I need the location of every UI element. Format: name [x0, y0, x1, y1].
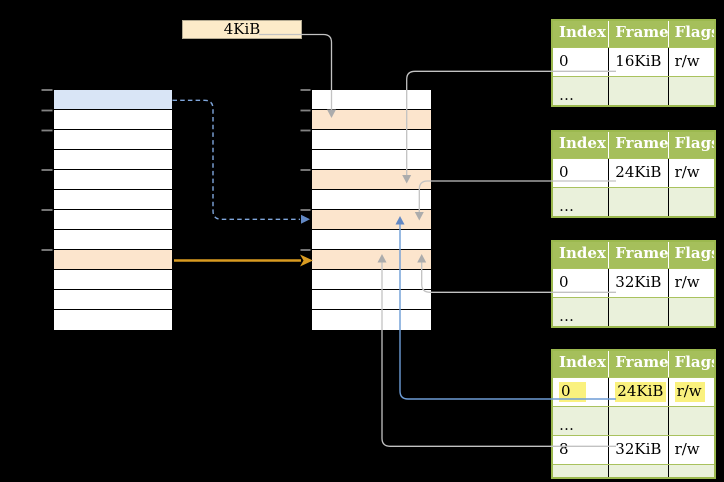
virtual-page-row-10 — [54, 270, 172, 290]
page-table-at-32kib-index-1: … — [559, 307, 575, 325]
root-page-table-index-3: … — [553, 465, 608, 477]
virtual-address-ticks — [41, 89, 53, 251]
virtual-page-row-8 — [54, 230, 172, 250]
physical-frame-row-8 — [312, 230, 431, 250]
column-header-index: Index — [559, 134, 606, 152]
column-header-frame: Frame — [608, 242, 668, 268]
page-table-at-24kib-flags-0: r/w — [667, 159, 714, 187]
column-header-flags: Flags — [667, 21, 714, 47]
virtual-page-row-4 — [54, 150, 172, 170]
physical-frame-row-3 — [312, 130, 431, 150]
page-size-box: 4KiB — [182, 20, 302, 39]
column-header-index: Index — [559, 244, 606, 262]
page-table-at-24kib-row-1: … — [553, 187, 714, 216]
virtual-memory-column — [53, 89, 173, 331]
physical-frame-row-6 — [312, 190, 431, 210]
root-page-table-index-2: 8 — [559, 440, 569, 458]
page-table-at-32kib-header: IndexFrameFlags — [553, 242, 714, 268]
root-page-table-index-1: … — [559, 416, 575, 434]
page-table-at-32kib-flags-0: r/w — [667, 269, 714, 297]
page-table-at-32kib-index-0: 0 — [559, 273, 569, 291]
page-table-at-32kib-frame-1 — [608, 298, 667, 326]
root-page-table-flags-3 — [667, 465, 714, 477]
virtual-page-row-1 — [54, 90, 172, 110]
root-page-table-index-0: 0 — [553, 378, 608, 406]
physical-frame-row-12 — [312, 310, 431, 330]
physical-frame-row-4 — [312, 150, 431, 170]
page-table-at-16kib-row-1: … — [553, 76, 714, 105]
physical-frame-row-2 — [312, 110, 431, 130]
virtual-page-row-7 — [54, 210, 172, 230]
page-table-at-32kib-frame-0: 32KiB — [608, 269, 667, 297]
root-page-table-row-1: … — [553, 406, 714, 435]
physical-frame-row-7 — [312, 210, 431, 230]
page-table-at-24kib-flags-1 — [667, 188, 714, 216]
page-table-at-24kib-index-1: … — [559, 197, 575, 215]
page-table-at-16kib-frame-1 — [608, 77, 667, 105]
arrow-virtual-blue-page-to-frame-24kib — [172, 99, 310, 224]
page-table-at-16kib-flags-1 — [667, 77, 714, 105]
arrow-virtual-peach-page-to-frame-32kib — [174, 254, 313, 267]
physical-frame-row-5 — [312, 170, 431, 190]
column-header-frame: Frame — [608, 132, 668, 158]
virtual-page-row-11 — [54, 290, 172, 310]
page-table-at-24kib-index-0: 0 — [559, 163, 569, 181]
page-table-at-32kib-flags-1 — [667, 298, 714, 326]
column-header-index: Index — [559, 23, 606, 41]
root-page-table-flags-1 — [667, 407, 714, 435]
column-header-flags: Flags — [667, 242, 714, 268]
physical-frame-row-1 — [312, 90, 431, 110]
column-header-flags: Flags — [667, 351, 714, 377]
virtual-page-row-5 — [54, 170, 172, 190]
page-table-at-16kib-header: IndexFrameFlags — [553, 21, 714, 47]
physical-frame-row-11 — [312, 290, 431, 310]
column-header-flags: Flags — [667, 132, 714, 158]
page-table-at-24kib-frame-1 — [608, 188, 667, 216]
root-page-table-row-3: … — [553, 464, 714, 477]
page-table-at-16kib-frame-0: 16KiB — [608, 48, 667, 76]
page-table-at-16kib-index-1: … — [559, 86, 575, 104]
root-page-table: IndexFrameFlags024KiBr/w…832KiBr/w… — [551, 349, 716, 479]
virtual-page-row-2 — [54, 110, 172, 130]
physical-address-ticks — [300, 89, 311, 251]
page-table-at-32kib-row-1: … — [553, 297, 714, 326]
root-page-table-frame-2: 32KiB — [608, 436, 667, 464]
virtual-page-row-3 — [54, 130, 172, 150]
page-table-at-24kib-header: IndexFrameFlags — [553, 132, 714, 158]
root-page-table-frame-1 — [608, 407, 667, 435]
physical-frame-row-9 — [312, 250, 431, 270]
page-table-at-16kib: IndexFrameFlags 0 16KiBr/w … — [551, 19, 716, 107]
root-page-table-flags-2: r/w — [667, 436, 714, 464]
virtual-page-row-9 — [54, 250, 172, 270]
page-table-at-16kib-index-0: 0 — [559, 52, 569, 70]
root-page-table-frame-0: 24KiB — [608, 378, 667, 406]
column-header-index: Index — [559, 353, 606, 371]
physical-frame-row-10 — [312, 270, 431, 290]
page-table-at-24kib-frame-0: 24KiB — [608, 159, 667, 187]
column-header-frame: Frame — [608, 21, 668, 47]
page-table-at-24kib: IndexFrameFlags 0 24KiBr/w … — [551, 130, 716, 218]
virtual-page-row-12 — [54, 310, 172, 330]
column-header-frame: Frame — [608, 351, 668, 377]
root-page-table-flags-0: r/w — [667, 378, 714, 406]
root-page-table-frame-3 — [608, 465, 667, 477]
page-table-at-32kib: IndexFrameFlags 0 32KiBr/w … — [551, 240, 716, 328]
root-page-table-header: IndexFrameFlags — [553, 351, 714, 377]
physical-memory-column — [311, 89, 432, 331]
virtual-page-row-6 — [54, 190, 172, 210]
page-table-at-16kib-flags-0: r/w — [667, 48, 714, 76]
